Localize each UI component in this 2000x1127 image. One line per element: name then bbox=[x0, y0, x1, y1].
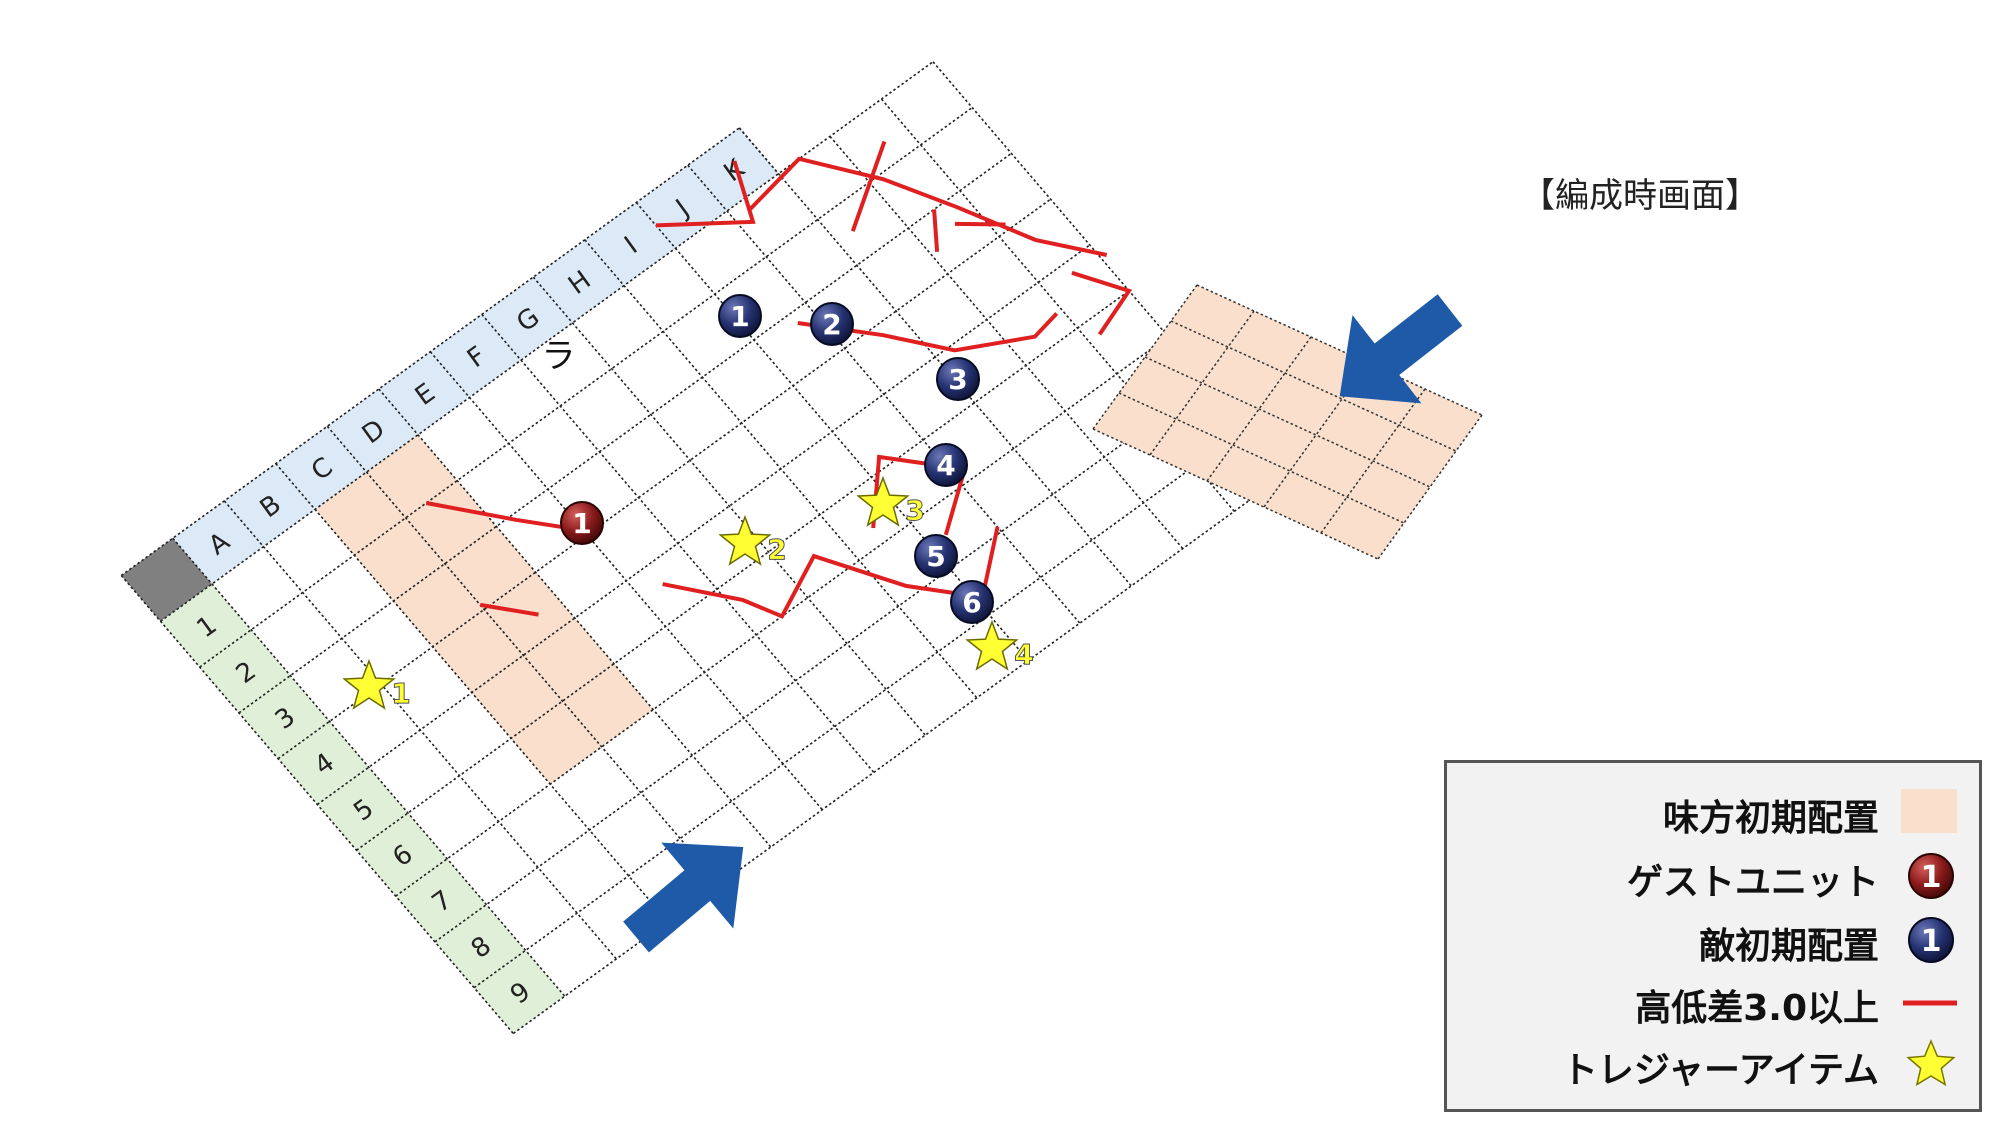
grid-col-line bbox=[378, 388, 772, 848]
enemy-unit-icon bbox=[924, 443, 968, 487]
column-header-band bbox=[172, 127, 779, 585]
treasure-number: 2 bbox=[767, 533, 786, 566]
enemy-unit-icon: 1 bbox=[1908, 917, 1954, 963]
guest-unit-icon bbox=[560, 501, 604, 545]
treasure-star-icon bbox=[856, 475, 910, 527]
enemy-unit: 1 bbox=[718, 294, 762, 338]
legend-row-ally: 味方初期配置 bbox=[1447, 783, 1985, 843]
formation-row-line bbox=[1092, 428, 1379, 560]
treasure-star-icon bbox=[718, 514, 772, 566]
legend-row-height: 高低差3.0以上 bbox=[1447, 973, 1985, 1033]
height-diff-line bbox=[797, 312, 1059, 353]
enemy-unit: 4 bbox=[924, 443, 968, 487]
height-diff-line bbox=[655, 160, 756, 228]
legend-guest-label: ゲストユニット bbox=[1626, 862, 1879, 903]
enemy-unit-number: 5 bbox=[926, 540, 945, 573]
enemy-unit-number: 6 bbox=[962, 586, 981, 619]
height-diff-line bbox=[479, 602, 539, 617]
enemy-unit-icon bbox=[718, 294, 762, 338]
formation-grid bbox=[1092, 284, 1483, 560]
enemy-unit: 2 bbox=[810, 302, 854, 346]
height-diff-line bbox=[850, 140, 887, 232]
enemy-unit: 3 bbox=[936, 357, 980, 401]
treasure-star-icon bbox=[965, 619, 1019, 671]
arrow-main-icon bbox=[623, 842, 744, 953]
enemy-unit-icon bbox=[950, 580, 994, 624]
legend-height-label: 高低差3.0以上 bbox=[1635, 988, 1879, 1029]
guest-unit-number: 1 bbox=[572, 507, 591, 540]
enemy-unit-number: 1 bbox=[730, 300, 749, 333]
height-diff-line bbox=[932, 209, 940, 252]
treasure-item: 4 bbox=[965, 619, 1034, 672]
height-diff-line bbox=[954, 221, 1006, 227]
grid-corner-block bbox=[121, 538, 212, 622]
enemy-unit: 6 bbox=[950, 580, 994, 624]
height-diff-line bbox=[748, 156, 1108, 257]
grid-col-line bbox=[120, 574, 514, 1035]
height-diff-line bbox=[871, 454, 968, 536]
enemy-unit-icon bbox=[914, 534, 958, 578]
enemy-unit-number: 3 bbox=[948, 363, 967, 396]
grid-col-line bbox=[738, 127, 780, 175]
legend-row-treasure: トレジャーアイテム bbox=[1447, 1035, 1985, 1095]
guest-unit-icon: 1 bbox=[1908, 853, 1954, 899]
legend-enemy-label: 敵初期配置 bbox=[1698, 926, 1879, 967]
height-diff-line bbox=[1071, 270, 1133, 336]
grid-col-line bbox=[584, 239, 978, 699]
enemy-unit-number: 2 bbox=[822, 308, 841, 341]
treasure-number: 4 bbox=[1014, 638, 1033, 671]
formation-screen-title: 【編成時画面】 bbox=[1521, 176, 1759, 216]
enemy-unit-number: 4 bbox=[936, 449, 955, 482]
grid-col-line bbox=[275, 463, 669, 923]
enemy-unit-icon bbox=[810, 302, 854, 346]
grid-row-line bbox=[356, 290, 1130, 851]
grid-row-line bbox=[238, 152, 1012, 714]
grid-col-line bbox=[223, 500, 617, 960]
grid-col-line bbox=[326, 425, 720, 885]
grid-col-line bbox=[172, 537, 566, 997]
grid-row-line bbox=[316, 244, 1091, 806]
legend-row-enemy: 敵初期配置 1 bbox=[1447, 911, 1985, 971]
formation-row-line bbox=[1144, 356, 1431, 488]
grid-row-line bbox=[160, 61, 934, 622]
ally-zone-swatch-icon bbox=[1901, 789, 1957, 833]
formation-row-line bbox=[1118, 392, 1405, 524]
legend-guest-mark: 1 bbox=[1921, 860, 1942, 895]
legend-enemy-mark: 1 bbox=[1921, 924, 1942, 959]
arrow-formation-icon bbox=[1339, 294, 1463, 404]
grid-row-line bbox=[277, 198, 1052, 760]
guest-unit: 1 bbox=[560, 501, 604, 545]
legend-treasure-label: トレジャーアイテム bbox=[1561, 1050, 1879, 1091]
formation-row-line bbox=[1196, 284, 1483, 416]
grid-col-line bbox=[532, 276, 926, 736]
enemy-unit-icon bbox=[936, 357, 980, 401]
treasure-star-icon bbox=[1906, 1039, 1956, 1087]
grid-row-line bbox=[473, 427, 1248, 989]
grid-row-line bbox=[512, 473, 1287, 1035]
grid-col-line bbox=[687, 164, 1081, 624]
height-line-icon bbox=[1903, 1000, 1957, 1006]
grid-row-line bbox=[434, 381, 1208, 943]
legend-ally-label: 味方初期配置 bbox=[1662, 798, 1879, 839]
treasure-star-icon bbox=[342, 658, 396, 710]
map-terrain-label: ラ bbox=[542, 336, 576, 376]
deploy-arrows bbox=[623, 294, 1463, 953]
grid-row-line bbox=[199, 106, 973, 668]
enemy-unit: 5 bbox=[914, 534, 958, 578]
legend-box: 味方初期配置 ゲストユニット 1 敵初期配置 1 高低差3.0以上 トレジャーア… bbox=[1444, 760, 1982, 1112]
treasure-item: 1 bbox=[342, 658, 411, 711]
treasure-number: 1 bbox=[391, 677, 410, 710]
legend-row-guest: ゲストユニット 1 bbox=[1447, 847, 1985, 907]
treasure-item: 2 bbox=[718, 514, 787, 567]
grid-col-line bbox=[738, 127, 1132, 587]
treasure-number: 3 bbox=[905, 494, 924, 527]
grid-col-line bbox=[481, 313, 875, 773]
treasure-item: 3 bbox=[856, 475, 925, 528]
grid-col-line bbox=[429, 351, 823, 811]
formation-row-line bbox=[1170, 320, 1457, 452]
